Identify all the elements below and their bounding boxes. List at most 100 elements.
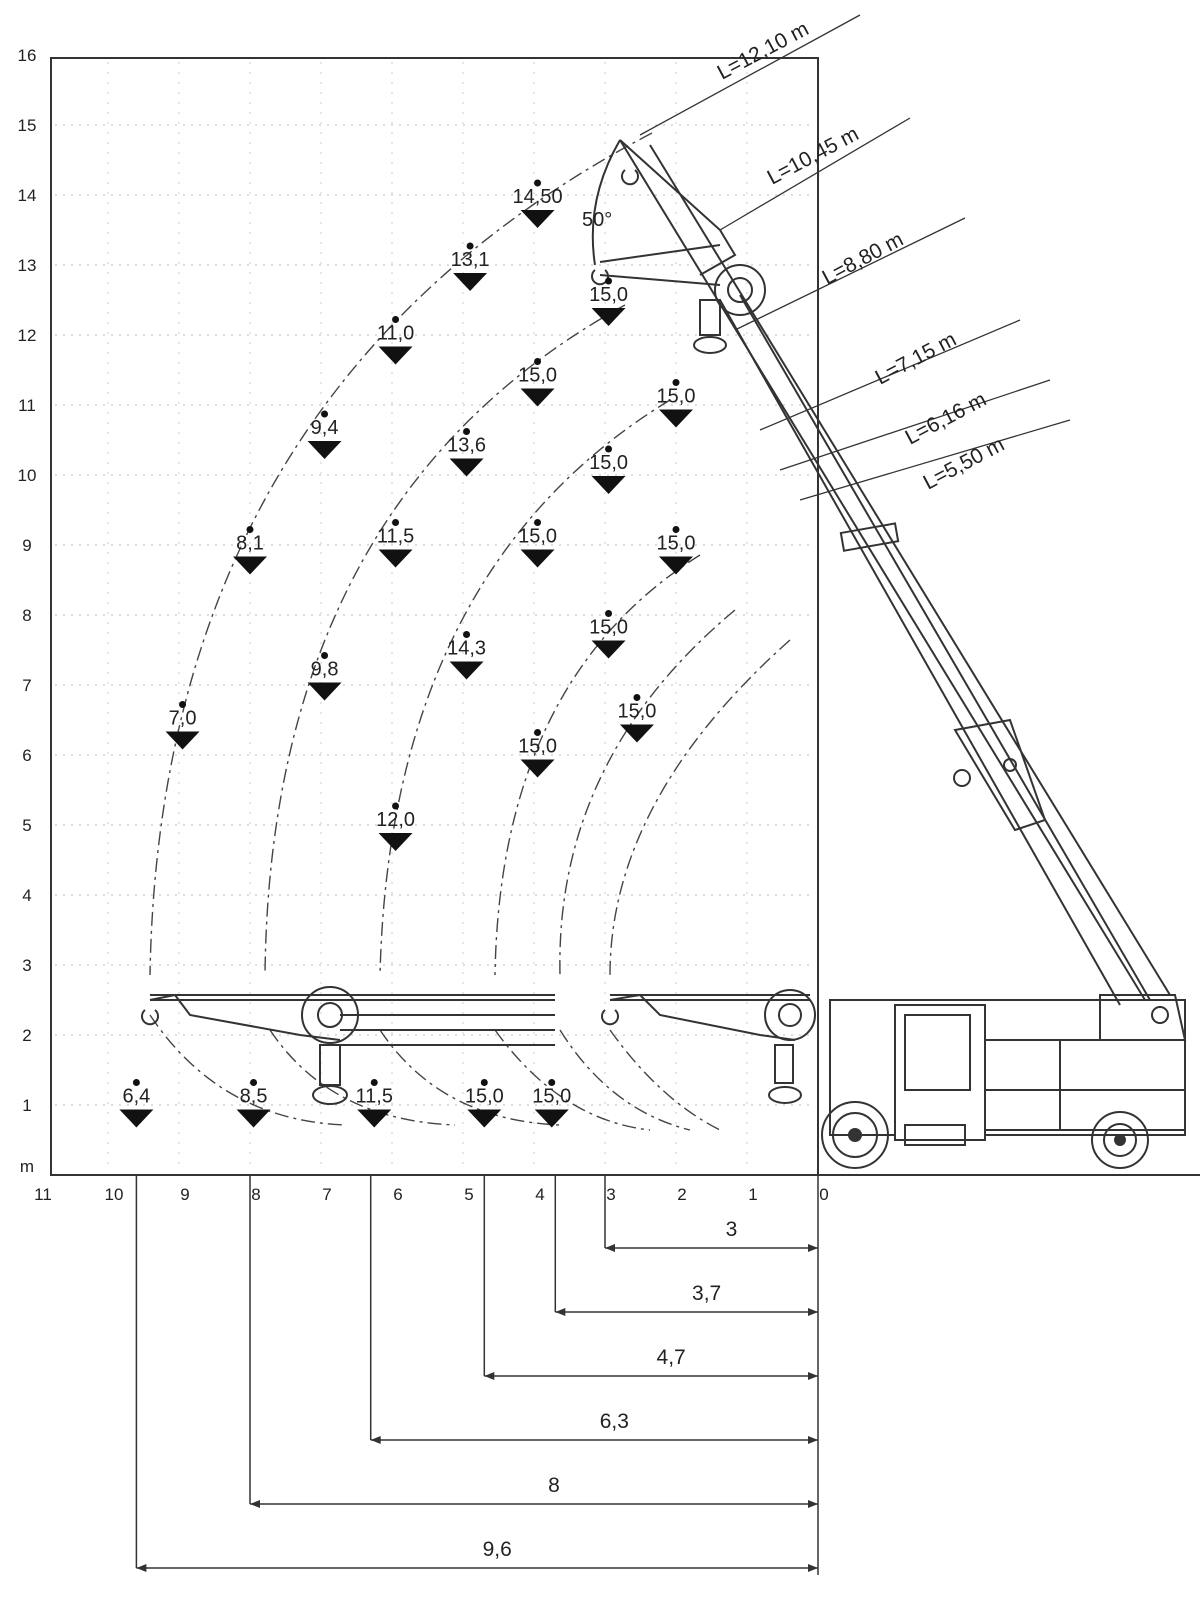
load-marker-triangle [520,759,555,778]
jib-angle-label: 50° [582,209,612,231]
load-capacity-label: 15,0 [518,526,557,548]
dimension-label: 9,6 [483,1538,512,1561]
x-tick-label: 8 [251,1185,260,1204]
boom-horizontal-retracted [601,989,816,1104]
load-point: 15,0 [657,379,696,428]
boom-horizontal-extended [141,986,555,1105]
load-point-dot [392,802,400,810]
load-point-dot [132,1079,140,1086]
load-marker-triangle [591,640,626,659]
y-tick-label: 7 [22,676,31,695]
load-point-dot [534,179,542,187]
load-point-dot [463,631,471,638]
y-tick-label: 11 [18,396,36,415]
boom-leaders [639,14,1071,501]
load-point: 11,0 [377,316,414,365]
reach-arc-8-80 [379,399,671,976]
y-tick-label: 2 [22,1026,31,1045]
x-tick-label: 6 [393,1185,402,1204]
boom-length-labels: L=12,10 mL=10,45 mL=8,80 mL=7,15 mL=6,16… [714,17,1009,494]
y-tick-label: 10 [18,466,37,485]
reach-arcs [149,132,791,1131]
load-point: 15,0 [465,1079,504,1128]
reach-arc-10-45 [264,304,626,976]
load-capacity-label: 11,0 [377,323,414,345]
load-marker-triangle [591,308,626,326]
load-point: 15,0 [657,526,695,575]
x-tick-label: 7 [322,1185,331,1204]
dimension-arrow-left [250,1500,260,1508]
load-point-dot [672,379,680,386]
leader-10-45 [719,117,911,231]
dimension-label: 3,7 [692,1282,721,1305]
dimension-arrow-right [808,1564,818,1572]
outreach-dimensions: 33,74,76,389,6 [135,1175,819,1575]
boom-length-label: L=5,50 m [920,433,1009,495]
y-tick-label: 14 [18,186,37,205]
load-marker-triangle [453,273,488,291]
load-point: 8,1 [233,526,267,575]
load-point: 13,1 [451,242,490,291]
load-capacity-label: 15,0 [518,736,557,758]
load-point: 15,0 [589,445,628,494]
load-marker-triangle [236,1109,271,1128]
load-capacity-label: 15,0 [465,1086,504,1108]
load-point: 15,0 [518,729,557,778]
dimension-arrow-left [136,1564,147,1572]
load-capacity-label: 14,50 [513,186,563,208]
load-marker-triangle [467,1109,502,1128]
winch-drum-left [301,986,359,1044]
load-capacity-label: 15,0 [589,284,628,306]
load-point-dot [321,410,329,418]
load-marker-triangle [520,210,555,228]
dimension-arrow-left [484,1372,495,1380]
load-point: 6,4 [119,1079,154,1128]
dimension-label: 8 [548,1474,560,1497]
y-tick-label: 9 [22,536,31,555]
load-point: 11,5 [377,519,414,568]
y-tick-label: 1 [22,1096,31,1115]
vehicle-cab [894,1004,986,1141]
dimension-arrow-right [808,1372,818,1380]
rear-wheel [1091,1111,1149,1169]
load-point-dot [321,652,329,659]
load-point-dot [463,428,471,435]
x-tick-label: 5 [464,1185,473,1204]
ground-arc-6 [609,1029,721,1131]
load-marker-triangle [534,1109,569,1128]
dimension-arrow-right [808,1244,818,1252]
load-marker-triangle [520,388,555,407]
x-tick-label: 11 [34,1185,52,1204]
crane-vehicle [821,994,1187,1169]
hook-left-icon [141,1009,159,1026]
dimension-arrow-right [808,1308,818,1316]
x-tick-label: 3 [606,1185,615,1204]
load-point: 14,50 [513,179,563,228]
load-marker-triangle [233,556,267,575]
reach-arc-7-15 [494,554,701,976]
load-capacity-label: 15,0 [589,617,628,639]
y-tick-label: 6 [22,746,31,765]
load-point-dot [246,526,254,533]
load-marker-triangle [619,724,654,743]
load-capacity-label: 15,0 [532,1086,571,1108]
y-tick-label: 3 [22,956,31,975]
load-capacity-label: 15,0 [657,386,696,408]
unit-label: m [20,1157,34,1176]
load-marker-triangle [659,409,693,428]
drawing-frame [50,57,819,1176]
y-tick-label: 13 [18,256,37,275]
load-capacity-label: 9,4 [311,417,339,439]
load-point: 12,0 [376,802,415,851]
load-marker-triangle [378,346,413,365]
y-tick-label: 8 [22,606,31,625]
y-tick-label: 12 [18,326,37,345]
boom-lower-bracket [953,718,1047,832]
load-point: 15,0 [518,358,557,407]
jib-elevated [591,139,766,354]
load-capacity-label: 14,3 [447,638,486,660]
